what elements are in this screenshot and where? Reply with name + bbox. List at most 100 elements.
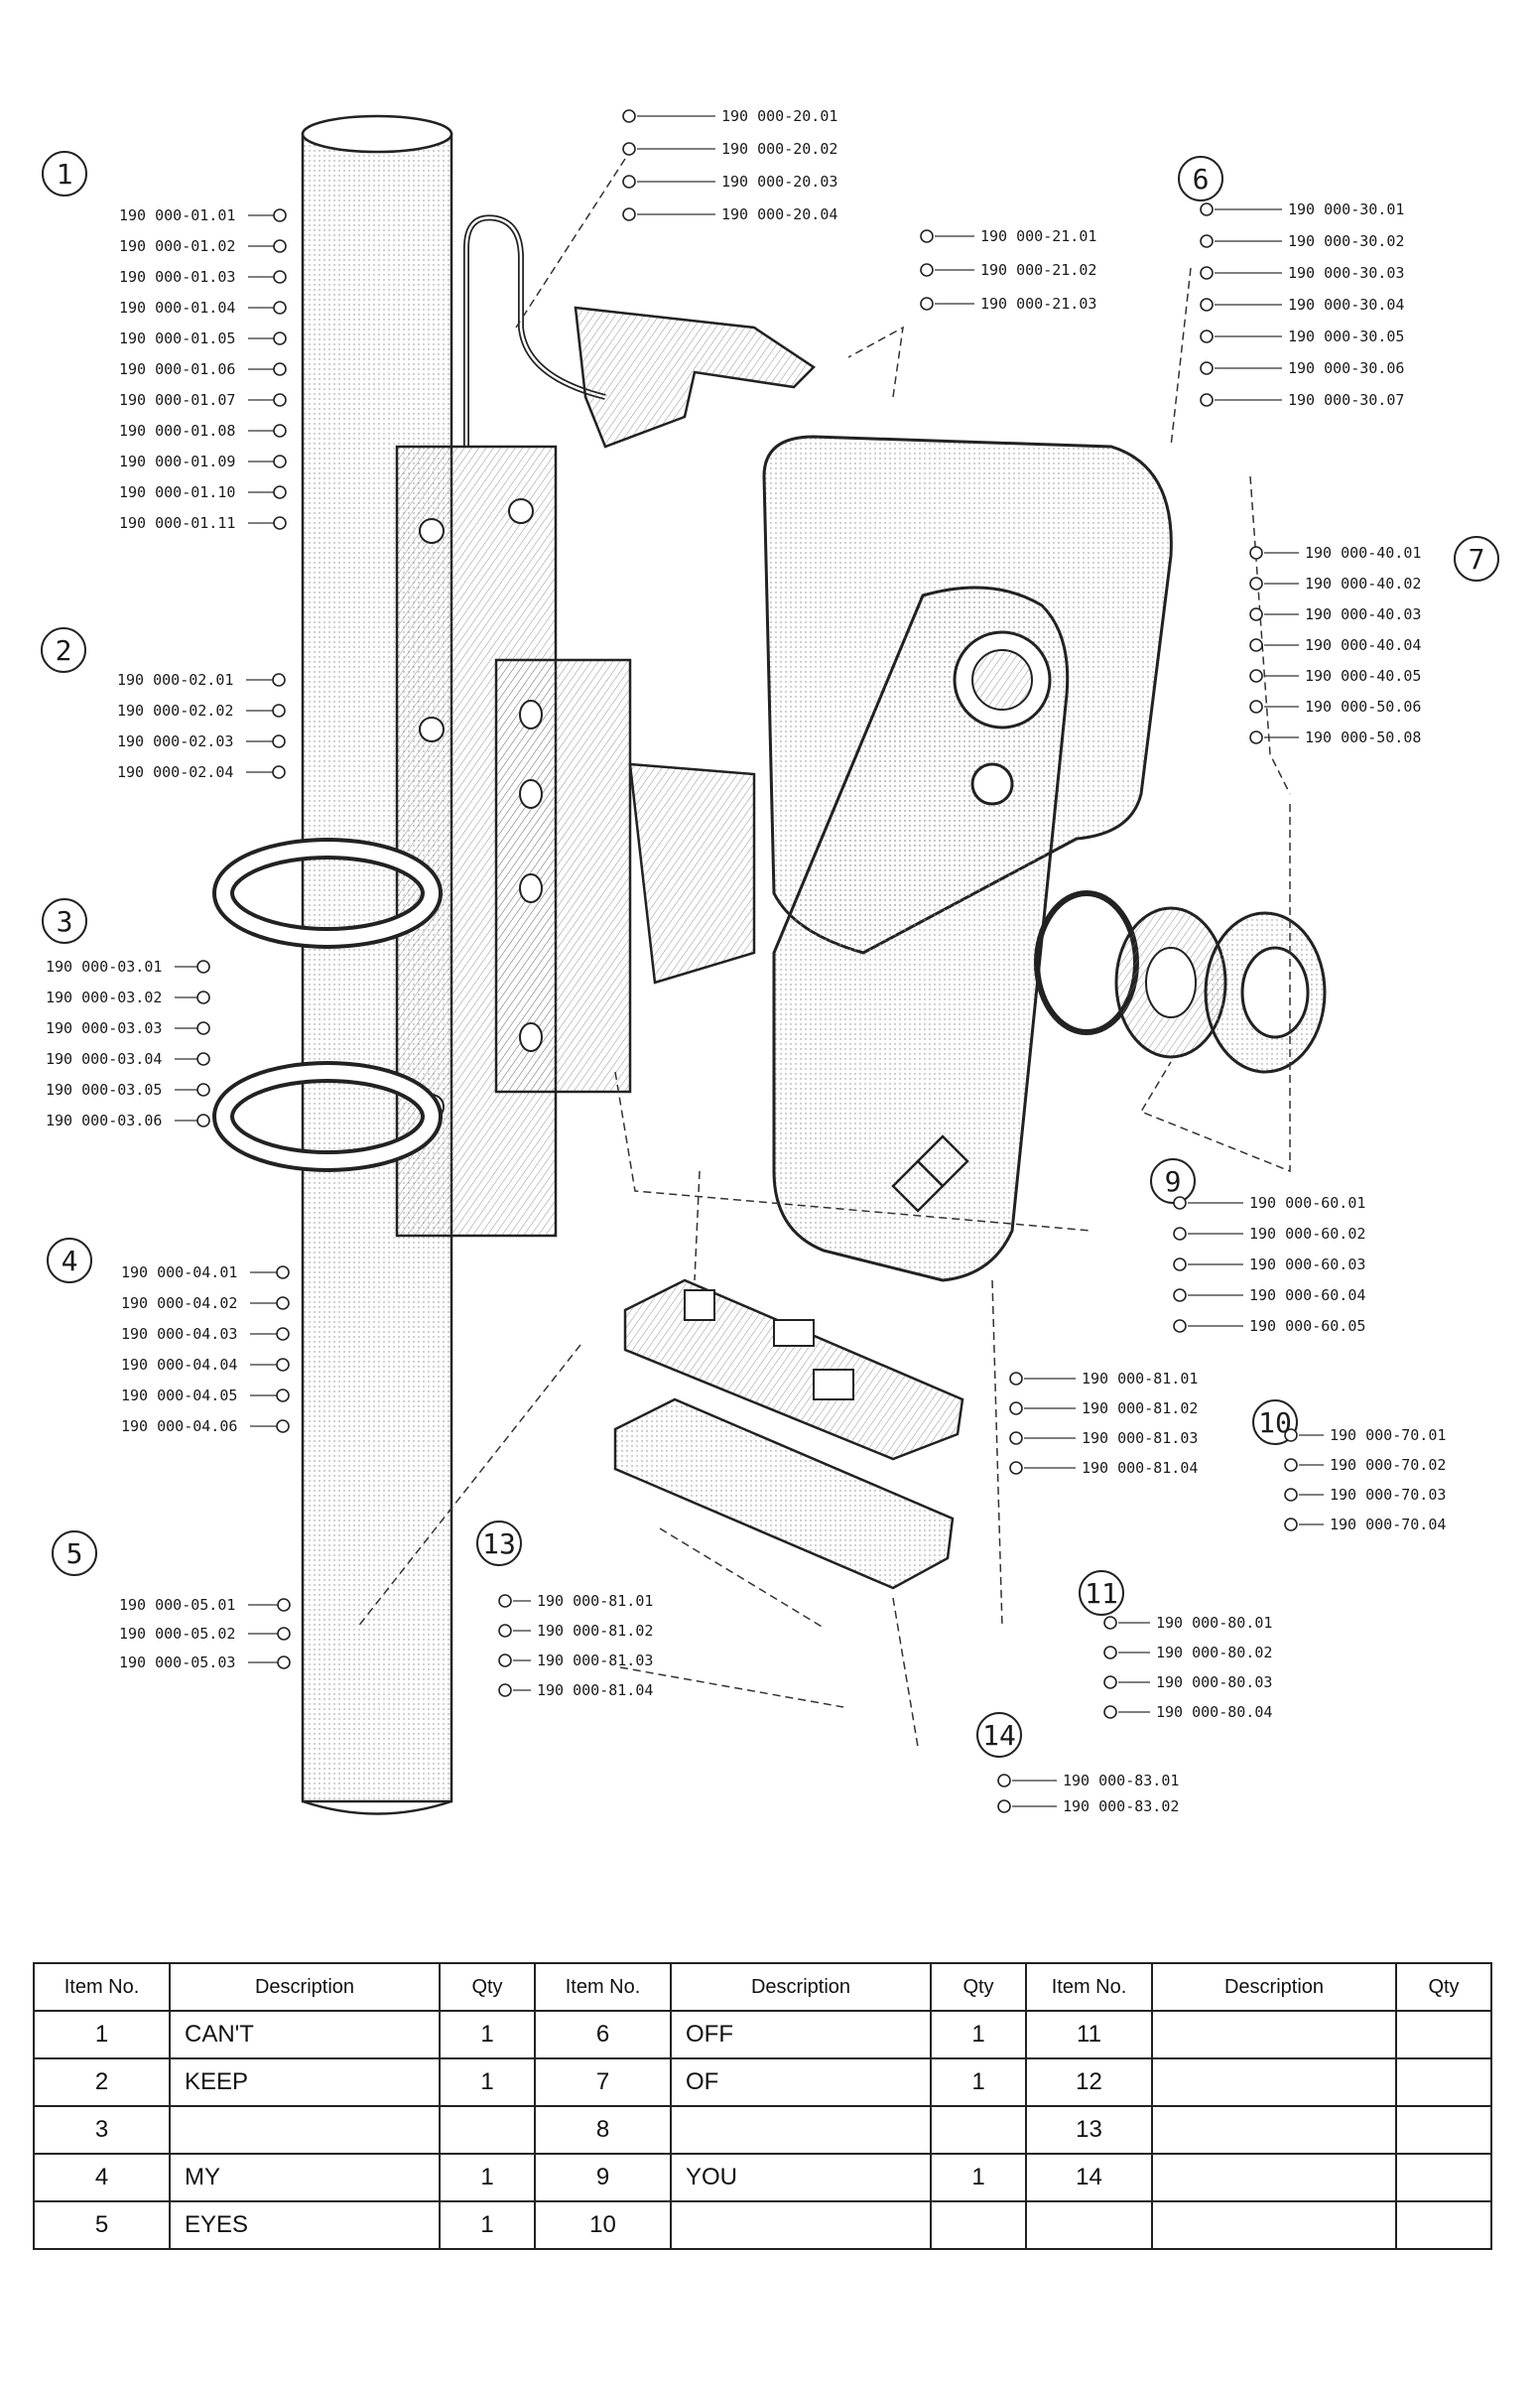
part-number-label: 190 000-80.03 — [1156, 1673, 1272, 1691]
part-number-label: 190 000-03.04 — [46, 1050, 162, 1068]
hardware-part — [276, 1265, 290, 1279]
part-number-label: 190 000-05.01 — [119, 1596, 235, 1614]
hardware-part — [196, 1052, 210, 1066]
part-number-label: 190 000-81.02 — [1082, 1399, 1198, 1417]
part-number-label: 190 000-01.05 — [119, 330, 235, 347]
part-number-label: 190 000-04.02 — [121, 1294, 237, 1312]
hardware-part — [273, 485, 287, 499]
hose-clamps — [212, 838, 443, 1172]
description-cell — [1151, 2057, 1397, 2107]
hardware-part — [196, 991, 210, 1004]
callout-number: 1 — [57, 158, 73, 191]
part-number-label: 190 000-30.05 — [1288, 328, 1404, 345]
table-row: 3 8 13 — [33, 2105, 1492, 2155]
hardware-part — [997, 1774, 1011, 1787]
part-number-label: 190 000-70.04 — [1330, 1516, 1446, 1533]
hardware-part — [196, 1114, 210, 1127]
hardware-part — [273, 424, 287, 438]
hardware-part — [1200, 330, 1214, 343]
hardware-part — [1249, 700, 1263, 714]
item-no-cell: 11 — [1025, 2010, 1153, 2059]
part-number-label: 190 000-05.02 — [119, 1625, 235, 1643]
part-number-label: 190 000-02.03 — [117, 732, 233, 750]
hardware-part — [1173, 1196, 1187, 1210]
part-number-label: 190 000-60.05 — [1249, 1317, 1365, 1335]
header-description: Description — [670, 1962, 932, 2012]
hardware-part — [622, 175, 636, 189]
part-number-label: 190 000-81.04 — [1082, 1459, 1198, 1477]
hardware-part — [920, 297, 934, 311]
hardware-part — [1249, 546, 1263, 560]
hardware-part — [273, 516, 287, 530]
item-no-cell: 7 — [534, 2057, 672, 2107]
assembly-leaders — [356, 158, 1291, 1748]
item-no-cell: 6 — [534, 2010, 672, 2059]
hardware-part — [1200, 202, 1214, 216]
part-number-label: 190 000-01.07 — [119, 391, 235, 409]
qty-cell — [439, 2105, 536, 2155]
part-number-label: 190 000-30.02 — [1288, 232, 1404, 250]
hardware-part — [997, 1799, 1011, 1813]
qty-cell: 1 — [439, 2010, 536, 2059]
bom-header-row: Item No. Description Qty Item No. Descri… — [33, 1962, 1492, 2012]
part-number-label: 190 000-40.05 — [1305, 667, 1421, 685]
description-cell: OF — [670, 2057, 932, 2107]
hardware-part — [273, 239, 287, 253]
bill-of-materials-table: Item No. Description Qty Item No. Descri… — [33, 1962, 1492, 2250]
hardware-part — [1284, 1458, 1298, 1472]
item-no-cell: 1 — [33, 2010, 171, 2059]
part-number-label: 190 000-20.03 — [721, 173, 837, 191]
hardware-part — [1200, 298, 1214, 312]
part-number-label: 190 000-01.09 — [119, 453, 235, 470]
hardware-part — [1103, 1705, 1117, 1719]
hardware-part — [920, 229, 934, 243]
part-number-label: 190 000-04.03 — [121, 1325, 237, 1343]
item-no-cell — [1025, 2200, 1153, 2250]
callout-circle-13 — [476, 1521, 522, 1566]
hardware-part — [273, 455, 287, 468]
qty-cell — [1395, 2153, 1492, 2202]
part-number-label: 190 000-81.03 — [1082, 1429, 1198, 1447]
hardware-part — [276, 1296, 290, 1310]
part-number-label: 190 000-01.01 — [119, 206, 235, 224]
callout-number: 7 — [1469, 543, 1485, 576]
hardware-part — [1103, 1616, 1117, 1630]
item-no-cell: 4 — [33, 2153, 171, 2202]
part-number-label: 190 000-03.03 — [46, 1019, 162, 1037]
description-cell — [670, 2105, 932, 2155]
item-no-cell: 9 — [534, 2153, 672, 2202]
hardware-part — [1249, 730, 1263, 744]
part-number-label: 190 000-30.07 — [1288, 391, 1404, 409]
hardware-part — [622, 142, 636, 156]
part-number-label: 190 000-21.02 — [980, 261, 1096, 279]
callout-number: 14 — [982, 1719, 1016, 1752]
header-item-no: Item No. — [33, 1962, 171, 2012]
hardware-part — [1009, 1461, 1023, 1475]
part-number-label: 190 000-03.06 — [46, 1112, 162, 1129]
header-qty: Qty — [930, 1962, 1027, 2012]
hardware-part — [276, 1419, 290, 1433]
header-description: Description — [169, 1962, 441, 2012]
hardware-part — [272, 734, 286, 748]
callout-circle-1 — [42, 151, 87, 197]
qty-cell — [1395, 2057, 1492, 2107]
part-number-label: 190 000-70.01 — [1330, 1426, 1446, 1444]
hardware-part — [622, 109, 636, 123]
hardware-part — [498, 1594, 512, 1608]
exploded-view-drawing: 1 2 3 4 5 6 7 9 10 11 13 14 190 000-01.0… — [41, 107, 1499, 1815]
description-cell — [670, 2200, 932, 2250]
hardware-part — [1103, 1646, 1117, 1659]
part-number-label: 190 000-21.03 — [980, 295, 1096, 313]
qty-cell — [1395, 2200, 1492, 2250]
item-no-cell: 14 — [1025, 2153, 1153, 2202]
callout-circle-14 — [976, 1712, 1022, 1758]
part-number-label: 190 000-81.01 — [1082, 1370, 1198, 1388]
part-number-label: 190 000-21.01 — [980, 227, 1096, 245]
hardware-part — [1249, 577, 1263, 591]
part-number-label: 190 000-05.03 — [119, 1654, 235, 1671]
callout-circle-2 — [41, 627, 86, 673]
header-qty: Qty — [439, 1962, 536, 2012]
